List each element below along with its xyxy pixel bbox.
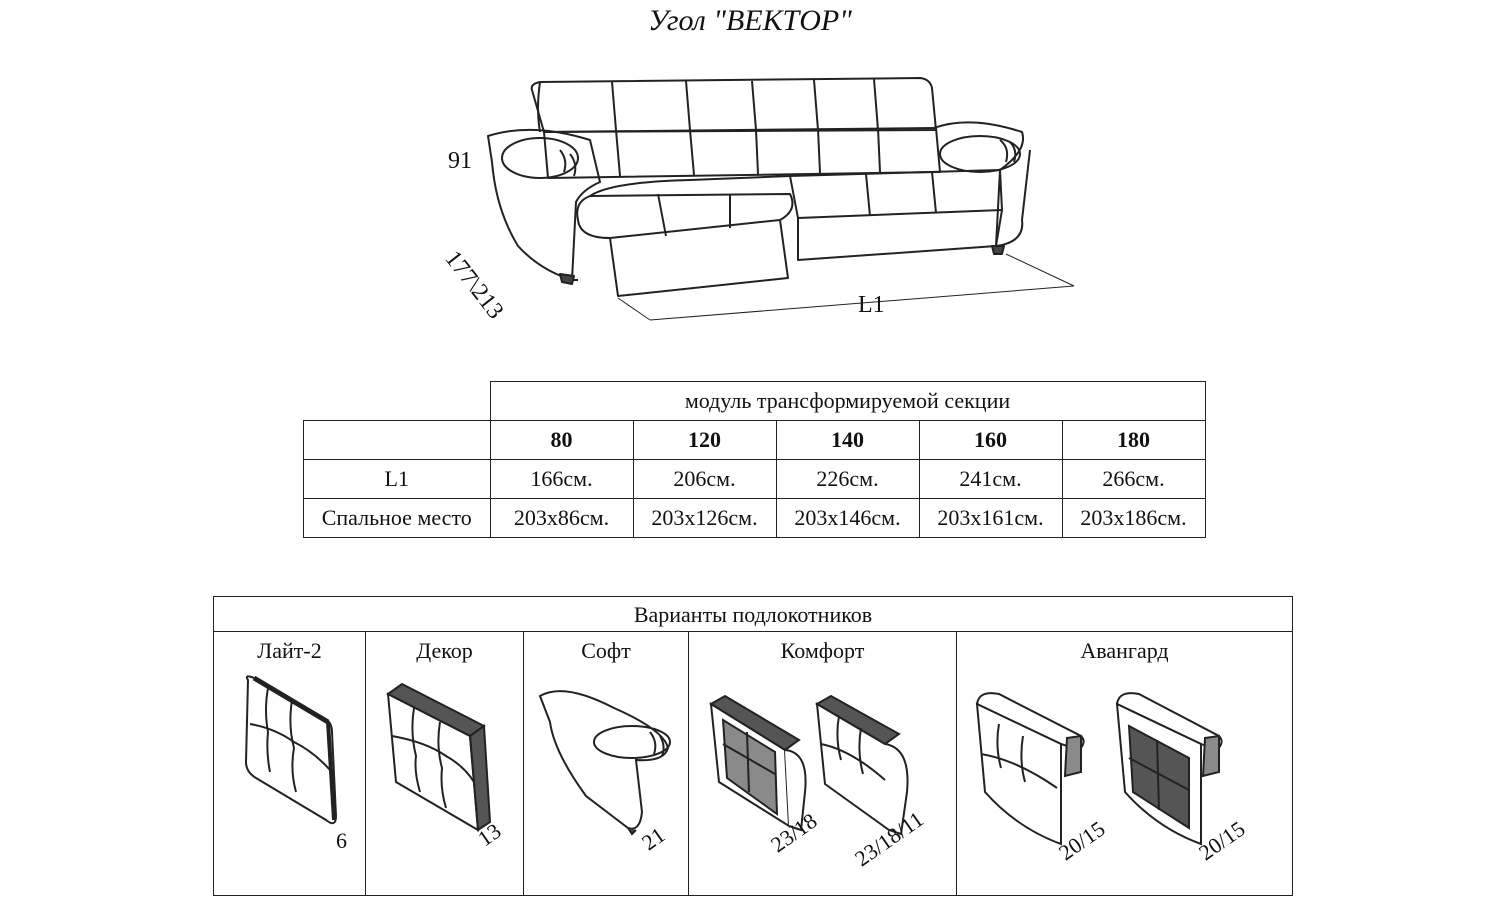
- table-cell: 166см.: [489, 459, 634, 499]
- table-cell: 203x86см.: [489, 498, 634, 538]
- page-title: Угол "ВЕКТОР": [648, 4, 852, 37]
- table-cell: 226см.: [775, 459, 920, 499]
- table-cell: 203x186см.: [1061, 498, 1206, 538]
- module-header: 80: [489, 420, 634, 460]
- module-header: 120: [632, 420, 777, 460]
- dimensions-table: модуль трансформируемой секции 80 120 14…: [303, 381, 1206, 538]
- table-cell: 266см.: [1061, 459, 1206, 499]
- armrest-name: Авангард: [1080, 638, 1169, 663]
- table-row: Спальное место 203x86см. 203x126см. 203x…: [303, 498, 1206, 538]
- armrest-comfort-icon: [709, 694, 909, 836]
- armrest-decor-icon: [386, 682, 492, 832]
- table-cell: 241см.: [918, 459, 1063, 499]
- armrest-options-table: Варианты подлокотников Лайт-2 6 Декор: [213, 596, 1293, 896]
- armrest-lite2-icon: [244, 675, 338, 825]
- armrest-code: 6: [336, 828, 347, 853]
- table-cell: 203x146см.: [775, 498, 920, 538]
- module-header: 180: [1061, 420, 1206, 460]
- length-dimension: L1: [858, 292, 885, 318]
- table-cell: 203x161см.: [918, 498, 1063, 538]
- module-header: 160: [918, 420, 1063, 460]
- armrest-option-soft: Софт 21: [524, 632, 689, 895]
- corner-sofa-illustration: [487, 77, 1075, 321]
- armrest-soft-icon: [538, 690, 671, 836]
- armrest-name: Комфорт: [780, 638, 865, 663]
- height-dimension: 91: [448, 148, 472, 174]
- table-row: L1 166см. 206см. 226см. 241см. 266см.: [303, 459, 1206, 499]
- armrest-option-lite2: Лайт-2 6: [214, 632, 366, 895]
- armrest-option-avangard: Авангард 20/15 20/15: [957, 632, 1292, 895]
- table-cell: 203x126см.: [632, 498, 777, 538]
- row-label: Спальное место: [303, 498, 491, 538]
- armrest-name: Декор: [416, 638, 473, 663]
- module-header: 140: [775, 420, 920, 460]
- armrest-options-title: Варианты подлокотников: [214, 597, 1292, 632]
- armrest-option-decor: Декор 13: [366, 632, 524, 895]
- armrest-name: Софт: [581, 638, 631, 663]
- armrest-avangard-icon: [975, 692, 1223, 846]
- group-header: модуль трансформируемой секции: [489, 381, 1206, 421]
- armrest-option-comfort: Комфорт 23/18 23/18/11: [689, 632, 957, 895]
- armrest-name: Лайт-2: [257, 638, 322, 663]
- table-cell: 206см.: [632, 459, 777, 499]
- row-label: L1: [303, 459, 491, 499]
